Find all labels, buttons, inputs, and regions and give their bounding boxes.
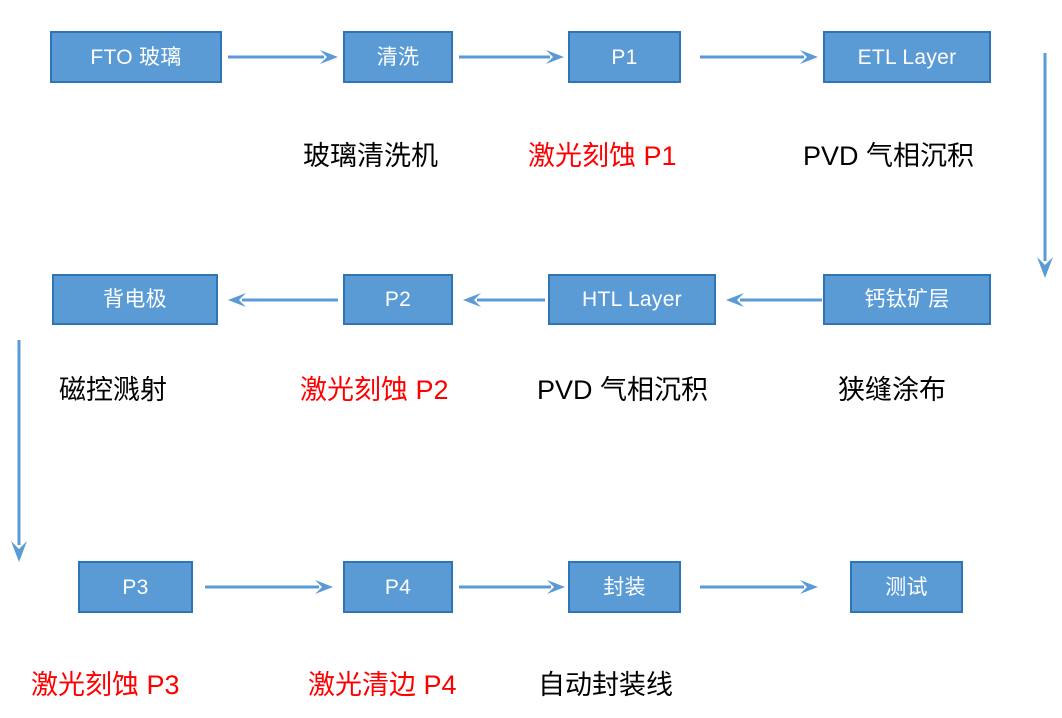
arrow-row1-3 (700, 46, 818, 68)
caption-laser-etch-p2: 激光刻蚀 P2 (300, 377, 449, 404)
node-p1[interactable]: P1 (568, 31, 681, 83)
caption-glass-cleaner: 玻璃清洗机 (303, 143, 438, 170)
node-label: 封装 (603, 575, 646, 599)
node-p2[interactable]: P2 (343, 274, 453, 325)
caption-text: 激光清边 P4 (308, 670, 457, 700)
node-label: 测试 (885, 575, 928, 599)
caption-laser-etch-p1: 激光刻蚀 P1 (528, 143, 677, 170)
caption-pvd-deposition-1: PVD 气相沉积 (803, 143, 974, 170)
caption-text: 激光刻蚀 P1 (528, 141, 677, 171)
caption-slot-die-coating: 狭缝涂布 (838, 377, 946, 404)
arrow-row1-1 (228, 46, 338, 68)
arrow-row3-1 (205, 576, 333, 598)
node-label: FTO 玻璃 (90, 45, 182, 69)
node-htl-layer[interactable]: HTL Layer (548, 274, 716, 325)
node-label: 背电极 (103, 288, 167, 311)
arrow-row1-2 (459, 46, 564, 68)
arrow-left-down (8, 340, 30, 562)
arrow-row2-1 (224, 289, 338, 311)
node-test[interactable]: 测试 (850, 561, 963, 613)
node-encapsulation[interactable]: 封装 (568, 561, 681, 613)
arrow-row3-3 (700, 576, 818, 598)
caption-text: 玻璃清洗机 (303, 141, 438, 171)
node-label: P2 (384, 288, 412, 311)
caption-text: 激光刻蚀 P2 (300, 375, 449, 405)
node-p3[interactable]: P3 (78, 561, 193, 613)
arrow-row2-3 (722, 289, 822, 311)
node-label: HTL Layer (582, 288, 682, 311)
node-label: ETL Layer (857, 45, 957, 69)
caption-magnetron-sputtering: 磁控溅射 (59, 377, 167, 404)
node-back-electrode[interactable]: 背电极 (52, 274, 218, 325)
arrow-row2-2 (459, 289, 545, 311)
arrow-row3-2 (459, 576, 565, 598)
caption-text: 磁控溅射 (59, 375, 167, 405)
node-label: P4 (384, 575, 412, 599)
caption-pvd-deposition-2: PVD 气相沉积 (537, 377, 708, 404)
node-perovskite-layer[interactable]: 钙钛矿层 (823, 274, 991, 325)
node-etl-layer[interactable]: ETL Layer (823, 31, 991, 83)
arrow-right-down (1034, 53, 1056, 278)
node-p4[interactable]: P4 (343, 561, 453, 613)
caption-text: 激光刻蚀 P3 (31, 670, 180, 700)
node-fto-glass[interactable]: FTO 玻璃 (50, 31, 222, 83)
caption-laser-etch-p3: 激光刻蚀 P3 (31, 672, 180, 699)
node-clean[interactable]: 清洗 (343, 31, 453, 83)
node-label: 清洗 (376, 45, 420, 69)
node-label: P3 (122, 575, 149, 599)
caption-auto-encapsulation-line: 自动封装线 (538, 672, 673, 699)
caption-text: PVD 气相沉积 (803, 141, 975, 171)
caption-laser-edge-clean-p4: 激光清边 P4 (308, 672, 457, 699)
node-label: 钙钛矿层 (864, 288, 950, 311)
caption-text: 狭缝涂布 (838, 375, 946, 405)
node-label: P1 (611, 45, 638, 69)
caption-text: PVD 气相沉积 (537, 375, 709, 405)
caption-text: 自动封装线 (538, 670, 673, 700)
